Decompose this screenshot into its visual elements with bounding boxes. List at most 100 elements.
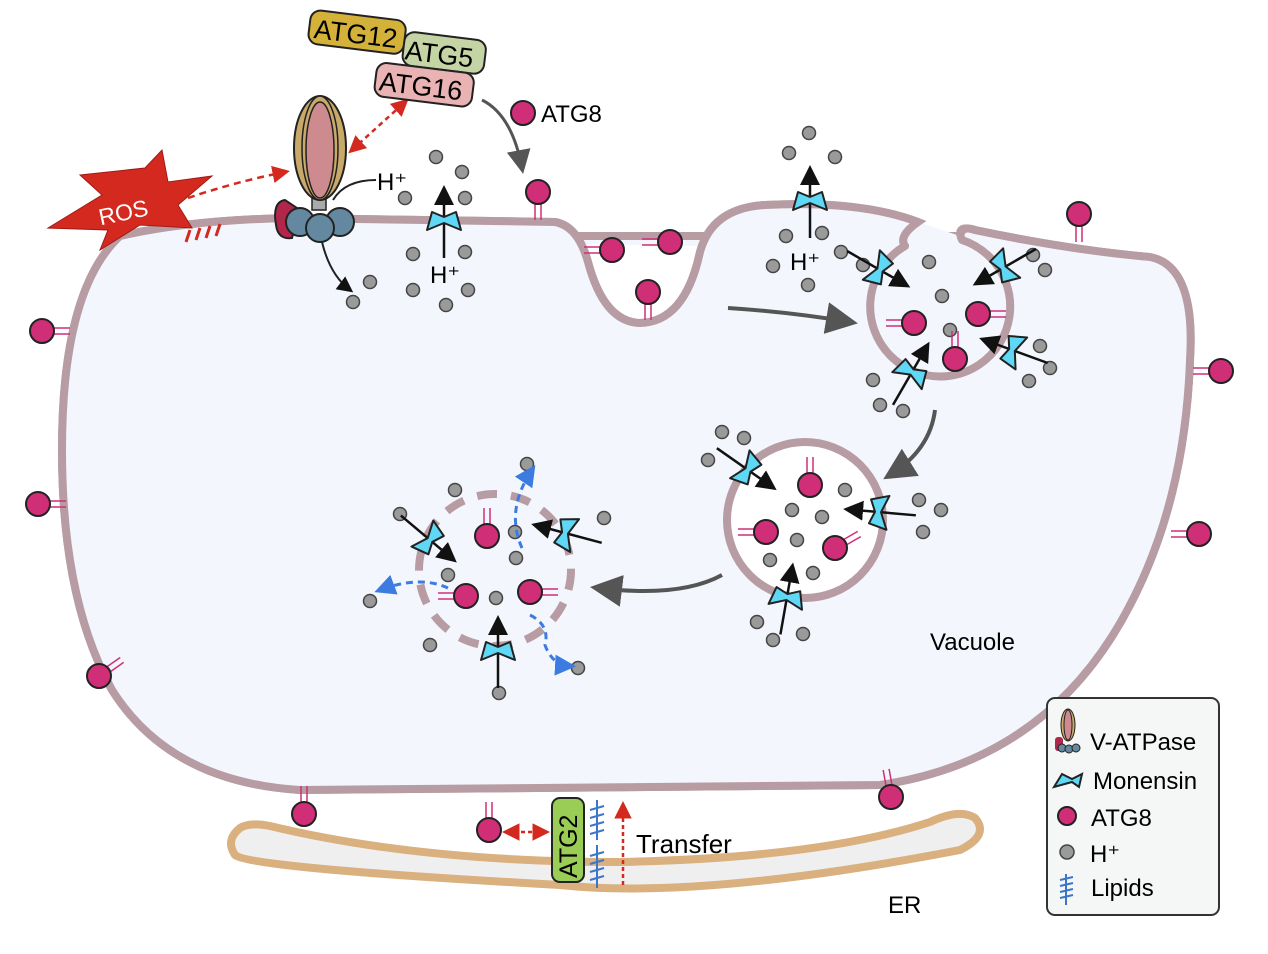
lipids-icon [1059, 874, 1074, 905]
vacuole-fill-patch [62, 204, 1191, 790]
proton-dot [362, 274, 378, 290]
free-atg8 [510, 100, 536, 126]
proton-dot [934, 288, 950, 304]
proton-dot [749, 614, 765, 630]
proton-dot [405, 282, 421, 298]
atg2-box [551, 797, 585, 883]
proton-dot [800, 277, 816, 293]
monensin-icon [767, 586, 804, 611]
h-plus-top-right-label: H⁺ [790, 249, 820, 276]
membrane-damage-mark [184, 223, 222, 243]
monensin-icon [989, 247, 1022, 284]
proton-dot [428, 149, 444, 165]
proton-dot [895, 403, 911, 419]
proton-dot [1037, 262, 1053, 278]
proton-group [345, 125, 1058, 701]
proton-dot [345, 294, 361, 310]
proton-dot [736, 430, 752, 446]
proton-dot [942, 322, 958, 338]
proton-dot [784, 502, 800, 518]
monensin [400, 514, 457, 563]
atg8-group [25, 179, 1234, 843]
proton-dot [911, 492, 927, 508]
proton-dot [765, 258, 781, 274]
proton-dot [570, 660, 586, 676]
proton-dot [814, 225, 830, 241]
proton-pump-in-line [332, 179, 377, 201]
leak-arrow-2 [374, 574, 449, 595]
proton-dot [460, 282, 476, 298]
atg8-protein [86, 663, 112, 689]
v-atpase-icon [1055, 708, 1081, 754]
proton-dot [765, 632, 781, 648]
proton-dot [915, 524, 931, 540]
proton-dot [405, 246, 421, 262]
proton-dot [488, 590, 504, 606]
proton-dot [933, 502, 949, 518]
proton-dot [762, 552, 778, 568]
proton-dot [814, 509, 830, 525]
proton-dot [833, 244, 849, 260]
monensin-group [400, 165, 1049, 688]
monensin [846, 249, 911, 288]
atg8-protein [599, 237, 625, 263]
atg8-protein [1186, 521, 1212, 547]
monensin [480, 615, 516, 688]
monensin [843, 494, 916, 531]
ros-arrow [187, 165, 290, 200]
proton-dot [872, 397, 888, 413]
legend-label: V-ATPase [1090, 729, 1196, 756]
proton-dot [454, 164, 470, 180]
legend-label: Monensin [1093, 768, 1197, 795]
proton-dot [440, 567, 456, 583]
proton-dot [508, 550, 524, 566]
atg8-protein [29, 318, 55, 344]
process-arrow-1 [727, 302, 858, 334]
proton-dot [422, 637, 438, 653]
proton-dot [795, 626, 811, 642]
monensin [716, 447, 777, 491]
proton-dot [789, 532, 805, 548]
proton-pump-out-arrow [321, 241, 354, 293]
legend-label: H⁺ [1090, 841, 1120, 868]
monensin-icon [410, 519, 445, 556]
atg8-arrow [481, 98, 531, 174]
proton-dot [1042, 360, 1058, 376]
monensin [792, 165, 828, 238]
process-arrow-3 [590, 573, 723, 607]
atg8-protein [822, 535, 848, 561]
atg8-protein [525, 179, 551, 205]
v-atpase [274, 95, 355, 243]
monensin [531, 518, 603, 554]
proton-dot [457, 244, 473, 260]
leak-arrow-1 [513, 465, 536, 549]
monensin-icon [480, 641, 516, 661]
monensin-icon [553, 518, 581, 554]
monensin-icon [792, 191, 828, 211]
proton-dot [865, 372, 881, 388]
degrading-vesicle-membrane [415, 490, 575, 650]
atg2-label: ATG2 [555, 815, 583, 878]
atg8-protein [25, 491, 51, 517]
atg8-protein [942, 346, 968, 372]
atg8-protein [797, 472, 823, 498]
proton-dot [362, 593, 378, 609]
atg8-protein [753, 519, 779, 545]
atg8-protein [1066, 201, 1092, 227]
monensin [426, 185, 462, 258]
leak-arrow-3 [529, 613, 576, 676]
proton-dot [507, 524, 523, 540]
proton-dot [778, 228, 794, 244]
proton-dot [491, 685, 507, 701]
atg8-protein [517, 579, 543, 605]
monensin-icon [867, 494, 891, 531]
lipids-lower [589, 845, 605, 888]
atg8-protein [635, 279, 661, 305]
er-membrane [227, 809, 984, 893]
monensin [972, 247, 1037, 286]
atg8-protein [476, 817, 502, 843]
lipids-upper [589, 800, 605, 840]
legend: V-ATPase Monensin ATG8 H⁺ Lipids [1046, 697, 1220, 916]
